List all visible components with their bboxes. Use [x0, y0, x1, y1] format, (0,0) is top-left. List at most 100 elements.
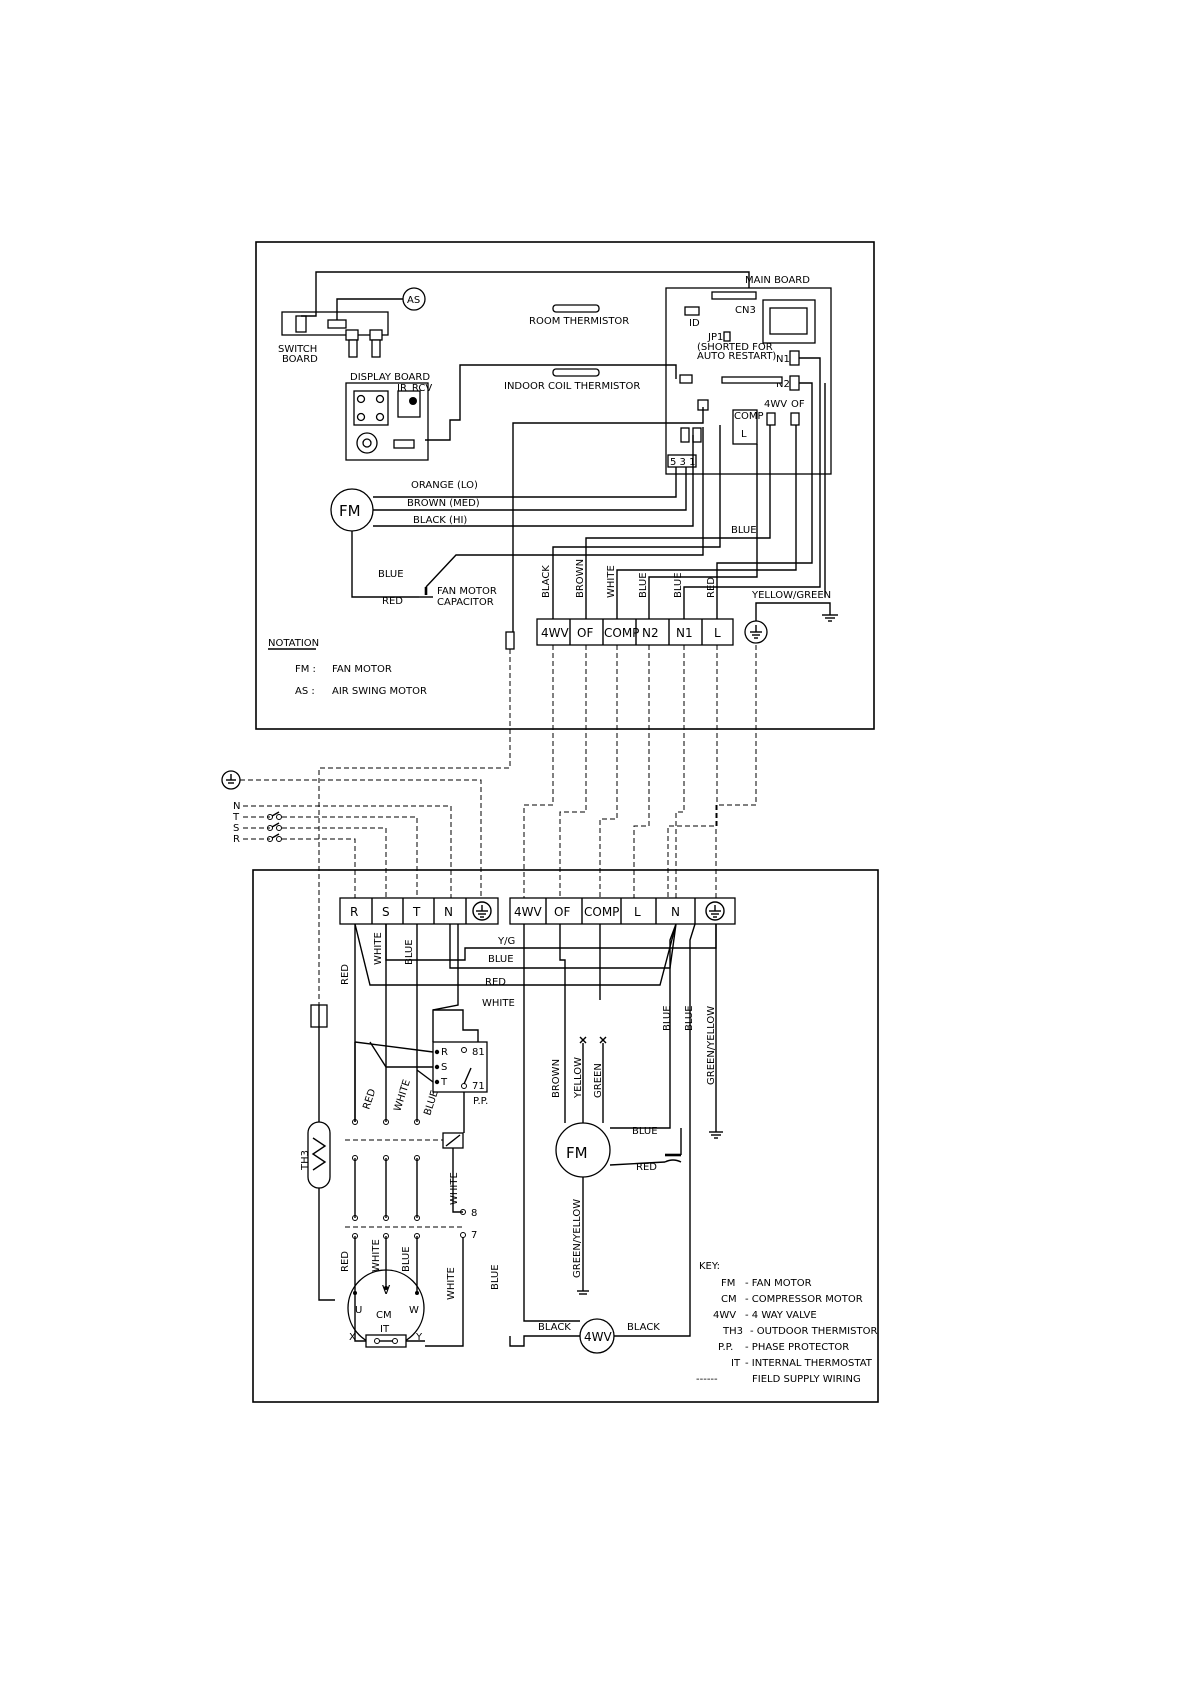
fm-brown-label: BROWN [551, 1059, 562, 1098]
supply-r-label: R [233, 834, 240, 845]
outdoor-terminal-block-left: R S T N [339, 897, 499, 925]
h-blue-label: BLUE [488, 954, 514, 965]
fan-speed-connector [667, 454, 697, 468]
outdoor-ground-icon [709, 1124, 723, 1139]
main-board-module-inner [769, 307, 808, 335]
diag-white-label: WHITE [392, 1078, 413, 1113]
pp-r-dot [434, 1049, 440, 1055]
comp-relay [732, 409, 758, 445]
four-way-valve-label: 4WV [584, 1330, 613, 1344]
4wv-board-connector [766, 412, 776, 426]
th3-label: TH3 [300, 1150, 311, 1171]
outdoor-terminal-4wv: 4WV [514, 905, 543, 919]
cm-white-label: WHITE [371, 1239, 382, 1272]
fm-blue-label: BLUE [632, 1126, 658, 1137]
shorted-label-2: AUTO RESTART) [697, 351, 776, 362]
notation-as-key: AS : [295, 686, 315, 697]
key-pp-text: - PHASE PROTECTOR [745, 1342, 849, 1353]
notation-as-text: AIR SWING MOTOR [332, 686, 427, 697]
it-contact-a [374, 1338, 380, 1344]
key-field-text: FIELD SUPPLY WIRING [752, 1374, 861, 1385]
pp-contact-arm [463, 1067, 472, 1085]
room-thermistor-label: ROOM THERMISTOR [529, 316, 629, 327]
key-pp-key: P.P. [718, 1342, 733, 1353]
pp-s-label: S [441, 1062, 447, 1073]
pp-t-label: T [440, 1077, 448, 1088]
yg-label: Y/G [497, 936, 515, 947]
indoor-terminal-l: L [714, 626, 721, 640]
fm-yellow-label: YELLOW [573, 1057, 584, 1099]
cm-u-label: U [355, 1305, 362, 1316]
switch-board-switch [295, 315, 307, 333]
h-white-label: WHITE [482, 998, 515, 1009]
comp-relay-label: COMP [734, 411, 764, 422]
outdoor-terminal-comp: COMP [584, 905, 619, 919]
display-board-label: DISPLAY BOARD [350, 372, 430, 383]
n1-connector [789, 350, 800, 366]
4wv-board-label: 4WV [764, 399, 787, 410]
pp-contact-71 [461, 1083, 467, 1089]
outdoor-wiring [318, 923, 717, 1347]
indoor-coil-thermistor-label: INDOOR COIL THERMISTOR [504, 381, 640, 392]
board-fuse-a [680, 427, 690, 443]
pp-s-dot [434, 1064, 440, 1070]
supply-t-label: T [232, 812, 240, 823]
fm-green-label: GREEN [593, 1063, 604, 1098]
cm-label: CM [376, 1310, 392, 1321]
notation-fm-key: FM : [295, 664, 316, 675]
capacitor-label-1: FAN MOTOR [437, 586, 497, 597]
blue-a-label: BLUE [662, 1005, 673, 1031]
wire-white-label: WHITE [606, 565, 617, 598]
switch-board-connector-c [369, 329, 383, 341]
cn3-label: CN3 [735, 305, 756, 316]
switch-board-lead-a [348, 339, 358, 358]
it-x-label: X [349, 1332, 356, 1343]
of-board-label: OF [791, 399, 805, 410]
switch-board-connector-b [345, 329, 359, 341]
blue-v-label: BLUE [490, 1264, 501, 1290]
key-4wv-key: 4WV [713, 1310, 736, 1321]
outdoor-fm-label: FM [566, 1144, 588, 1162]
outdoor-terminal-l: L [634, 905, 641, 919]
key-it-key: IT [731, 1358, 741, 1369]
indoor-coil-thermistor [552, 368, 600, 377]
supply-s-label: S [233, 823, 239, 834]
orange-lo-label: ORANGE (LO) [411, 480, 478, 491]
n2-connector [789, 375, 800, 391]
coil-connector [679, 374, 693, 384]
l-relay-label: L [741, 429, 747, 440]
fm-ground-icon [577, 1283, 589, 1295]
fm-unused-lead-ends [579, 1036, 607, 1044]
pp-contact-81 [461, 1047, 467, 1053]
indoor-terminal-n1: N1 [676, 626, 693, 640]
cm-v-label: V [382, 1283, 391, 1297]
indoor-fm-label: FM [339, 502, 361, 520]
pp-t-dot [434, 1079, 440, 1085]
notation-fm-text: FAN MOTOR [332, 664, 392, 675]
outdoor-capacitor-plate-b [664, 1159, 682, 1163]
h-red-label: RED [485, 977, 506, 988]
key-4wv-text: - 4 WAY VALVE [745, 1310, 817, 1321]
relay-7-label: 7 [471, 1230, 477, 1241]
key-th3-text: - OUTDOOR THERMISTOR [750, 1326, 877, 1337]
cm-blue-label: BLUE [401, 1246, 412, 1272]
jp1-jumper [723, 331, 731, 342]
as-label: AS [407, 295, 420, 306]
fm-green-yellow-label: GREEN/YELLOW [572, 1199, 583, 1278]
red-cap-label: RED [382, 596, 403, 607]
indoor-thermistor-plug [505, 631, 515, 650]
switch-board-lead-b [371, 339, 381, 358]
capacitor-label-2: CAPACITOR [437, 597, 494, 608]
it-contact-b [392, 1338, 398, 1344]
outdoor-unit-frame [252, 869, 879, 1403]
supply-ground-icon [226, 774, 236, 784]
it-y-label: Y [415, 1332, 423, 1343]
main-board-label: MAIN BOARD [745, 275, 810, 286]
display-led-2 [375, 394, 385, 404]
outdoor-terminal-r: R [350, 905, 358, 919]
fm-red-label: RED [636, 1162, 657, 1173]
indoor-wiring [301, 271, 831, 632]
pp-label: P.P. [473, 1096, 488, 1107]
diag-blue-label: BLUE [422, 1089, 440, 1117]
